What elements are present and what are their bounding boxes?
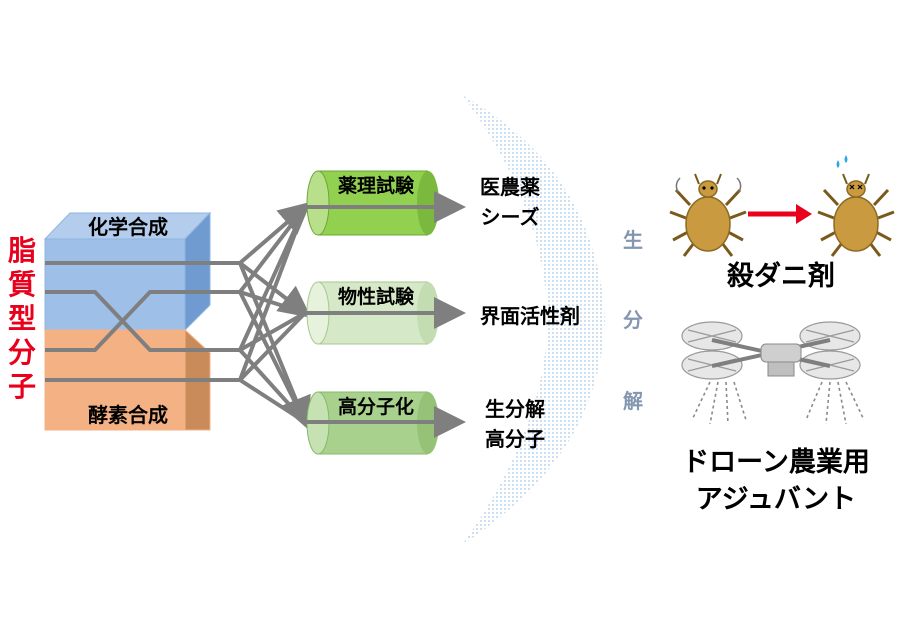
chemical-synthesis-box: 化学合成 bbox=[43, 211, 212, 332]
drone-label-line: ドローン農業用 bbox=[682, 447, 870, 478]
output-line: 生分解 bbox=[485, 397, 545, 421]
output-line: 高分子 bbox=[485, 427, 545, 451]
source-char: 分 bbox=[8, 336, 36, 369]
output-line: シーズ bbox=[481, 205, 540, 229]
red-arrow bbox=[748, 204, 812, 224]
source-char: 型 bbox=[8, 302, 36, 335]
drone-icon bbox=[681, 321, 865, 425]
drone-adjuvant-label: ドローン農業用 アジュバント bbox=[682, 447, 870, 515]
source-char: 子 bbox=[8, 370, 36, 403]
biodegradation-label: 生 分 解 bbox=[623, 228, 643, 413]
output-pharma-seeds: 医農薬 シーズ bbox=[480, 175, 540, 229]
biodegradation-char: 生 bbox=[623, 228, 643, 252]
output-biodegradable-polymer: 生分解 高分子 bbox=[485, 397, 545, 451]
test-cylinder-pharmacology: 薬理試験 bbox=[306, 170, 439, 236]
mite-icon bbox=[669, 173, 747, 257]
biodegradation-barrier bbox=[462, 95, 605, 545]
test-label: 高分子化 bbox=[338, 395, 414, 418]
output-line: 界面活性剤 bbox=[480, 304, 580, 328]
source-char: 質 bbox=[8, 268, 36, 301]
test-label: 物性試験 bbox=[338, 285, 415, 308]
output-line: 医農薬 bbox=[480, 175, 540, 199]
dead-mite-icon bbox=[817, 155, 895, 257]
source-char: 脂 bbox=[8, 234, 36, 267]
biodegradation-char: 分 bbox=[623, 308, 643, 332]
biodegradation-char: 解 bbox=[623, 389, 643, 413]
chemical-synthesis-label: 化学合成 bbox=[88, 215, 168, 239]
output-surfactant: 界面活性剤 bbox=[480, 304, 580, 328]
output-arrows bbox=[305, 191, 466, 438]
test-label: 薬理試験 bbox=[337, 174, 415, 197]
enzymatic-synthesis-label: 酵素合成 bbox=[88, 403, 168, 427]
pathway-lines bbox=[45, 201, 312, 430]
source-label: 脂 質 型 分 子 bbox=[8, 234, 36, 403]
acaricide-label: 殺ダニ剤 bbox=[727, 260, 835, 292]
drone-label-line: アジュバント bbox=[696, 484, 856, 515]
